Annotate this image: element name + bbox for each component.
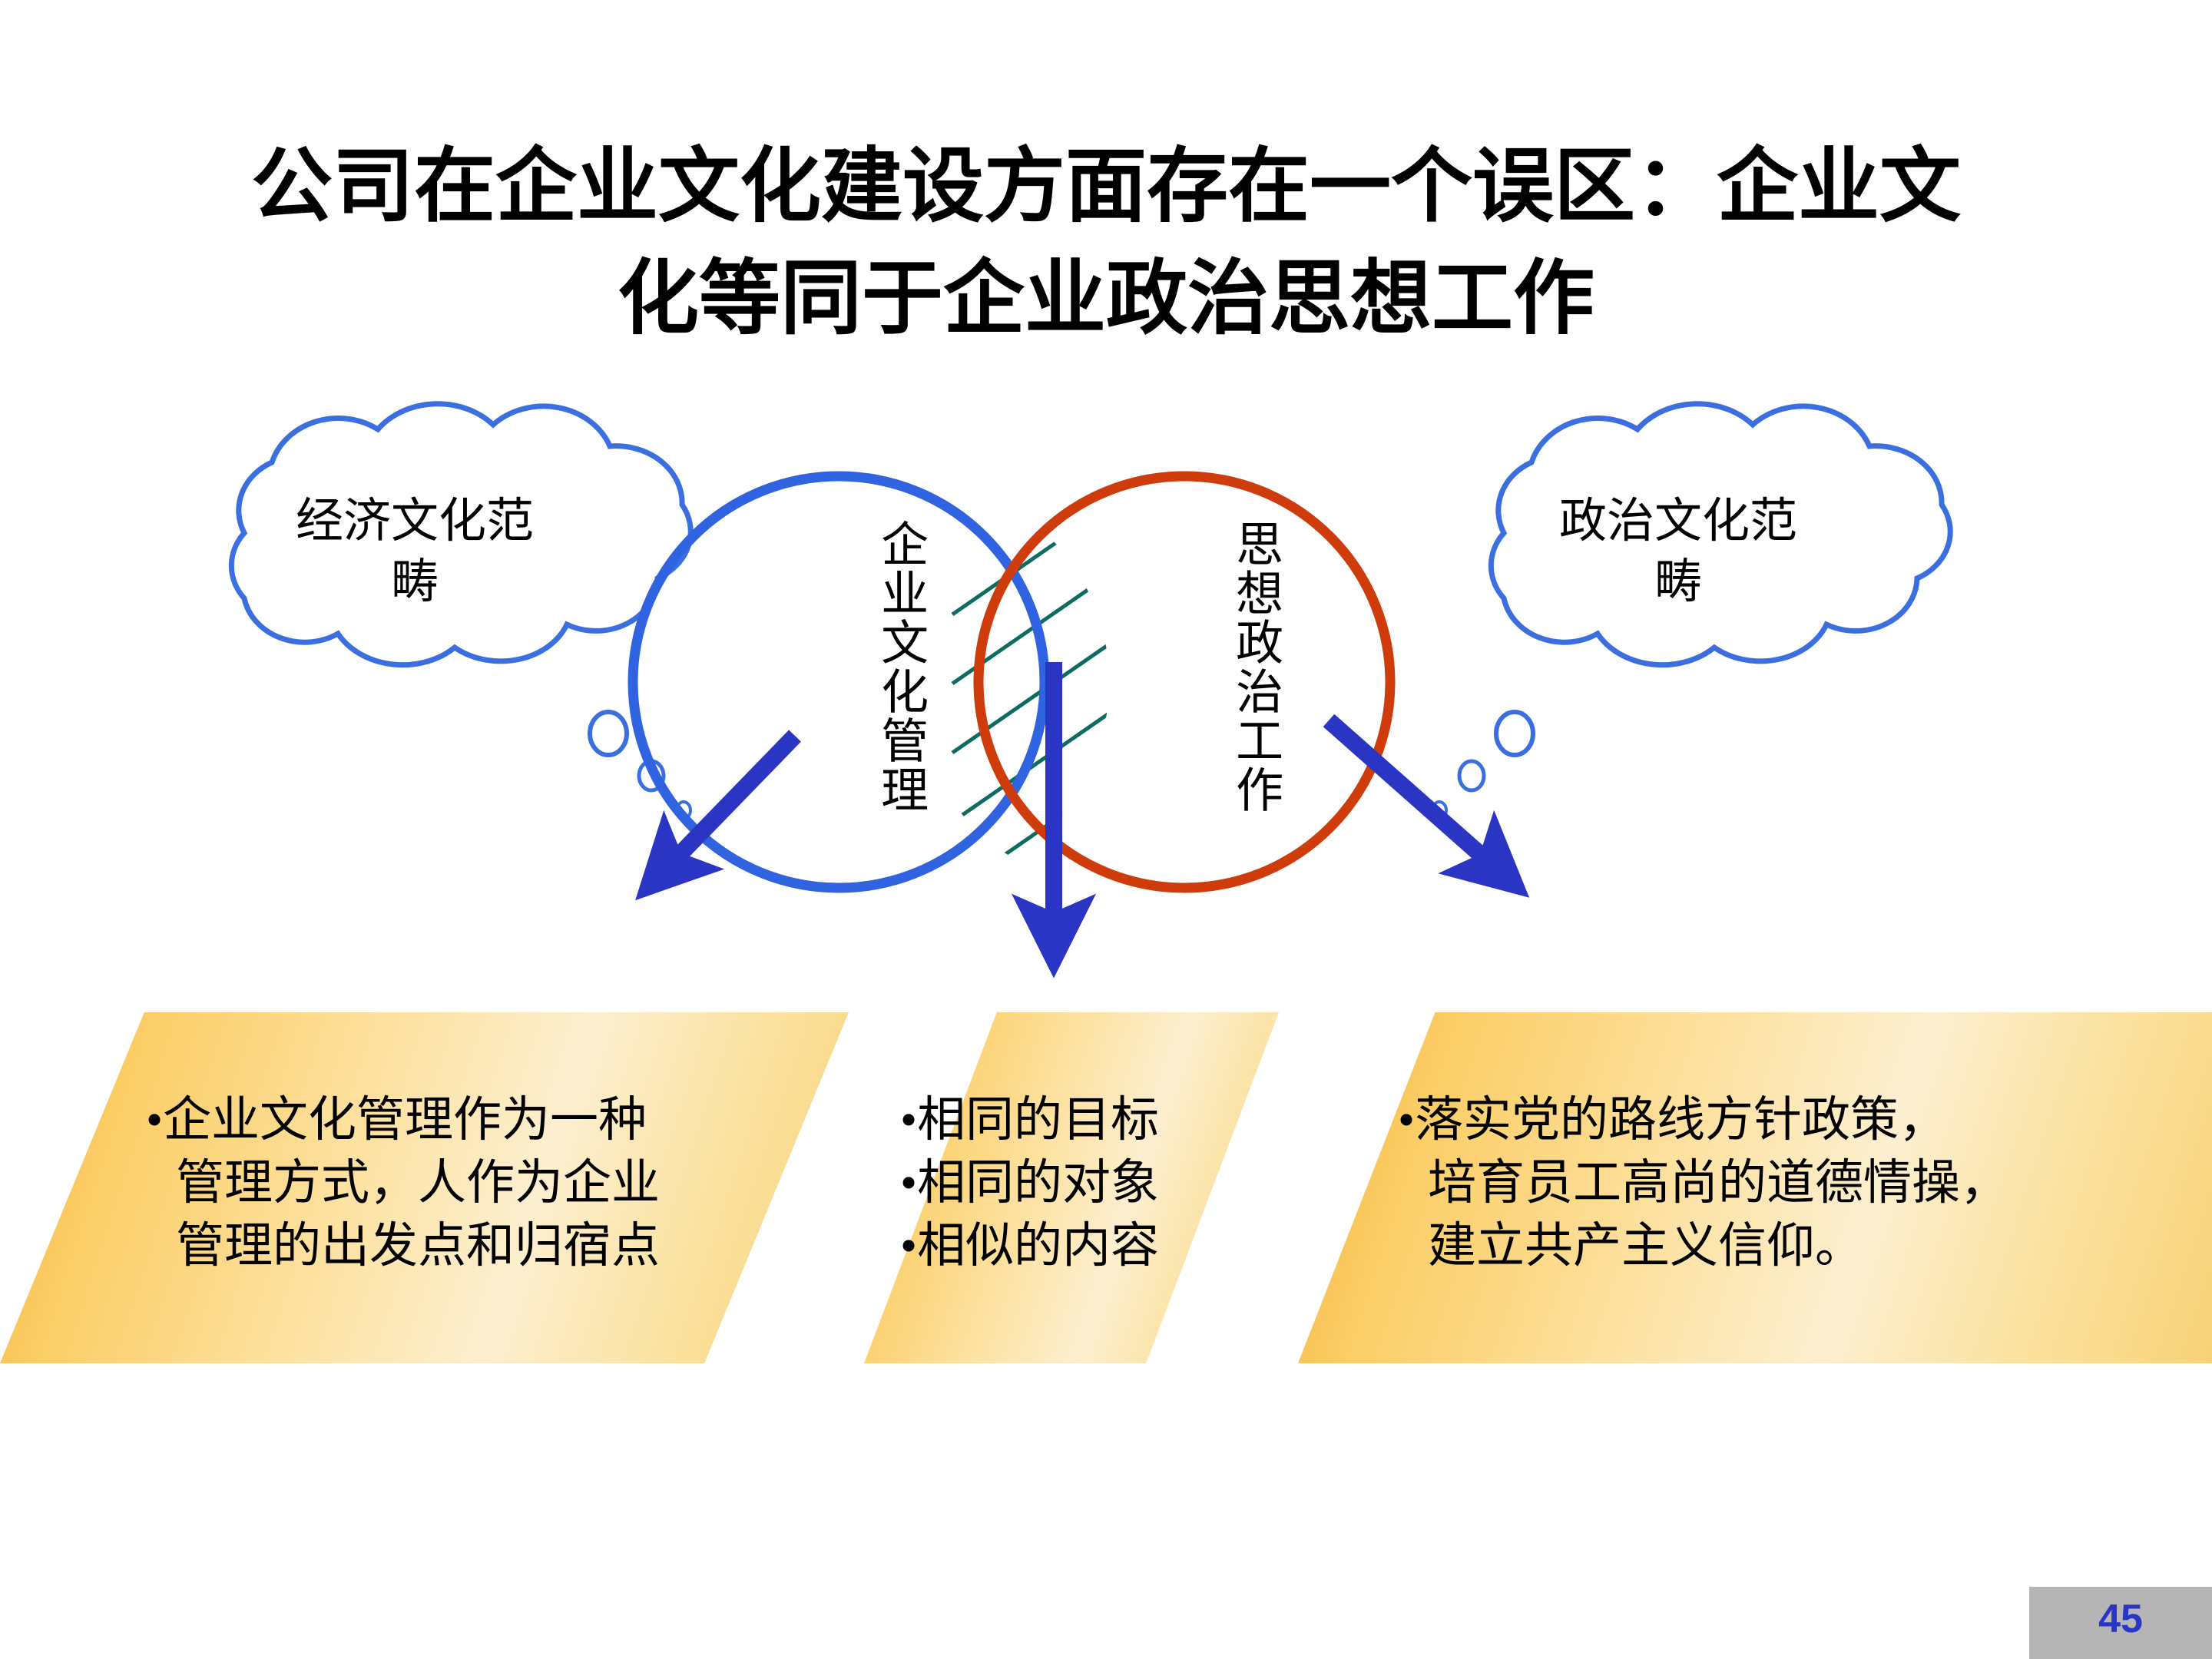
callout-panel-2 — [864, 1012, 1279, 1363]
panel-3-line-3: 建立共产主义信仰。 — [1428, 1218, 1864, 1273]
bullet-dot-icon: • — [900, 1218, 918, 1273]
thought-cloud-right-bubbles-icon — [1431, 710, 1535, 820]
page-number-background — [2029, 1587, 2212, 1659]
callout-panel-2-text: •相同的目标 •相同的对象 •相似的内容 — [900, 1089, 1159, 1278]
arrow-right — [1323, 714, 1530, 898]
overlap-hatch-icon — [951, 507, 1110, 857]
callout-panel-3-text: •落实党的路线方针政策， 培育员工高尚的道德情操， 建立共产主义信仰。 — [1398, 1089, 2008, 1278]
panel-1-line-1: •企业文化管理作为一种 — [146, 1093, 647, 1147]
bullet-dot-icon: • — [900, 1093, 918, 1147]
cloud-left-label-line-2: 畴 — [390, 556, 439, 609]
cloud-left-label: 经济文化范 畴 — [253, 492, 576, 614]
page-title-line-2: 化等同于企业政治思想工作 — [618, 253, 1594, 345]
page-title-line-1: 公司在企业文化建设方面存在一个误区：企业文 — [251, 141, 1961, 232]
panel-2-line-1: •相同的目标 — [900, 1093, 1160, 1147]
cloud-left-label-line-1: 经济文化范 — [295, 495, 534, 548]
cloud-right-label-line-1: 政治文化范 — [1558, 495, 1797, 548]
panel-3-line-1: •落实党的路线方针政策， — [1398, 1093, 1948, 1147]
venn-circle-left-label: 企业文化管理 — [873, 519, 926, 814]
page-title: 公司在企业文化建设方面存在一个误区：企业文 化等同于企业政治思想工作 — [161, 131, 2051, 356]
callout-panel-1 — [0, 1012, 849, 1363]
callout-panel-3 — [1298, 1012, 2212, 1363]
panel-3-line-2: 培育员工高尚的道德情操， — [1428, 1155, 2009, 1210]
panel-2-line-2: •相同的对象 — [900, 1155, 1160, 1210]
venn-circle-left — [628, 471, 1050, 893]
bullet-dot-icon: • — [900, 1155, 918, 1210]
bullet-dot-icon: • — [1398, 1093, 1416, 1147]
panel-1-line-2: 管理方式，人作为企业 — [176, 1155, 661, 1210]
callout-panel-1-text: •企业文化管理作为一种 管理方式，人作为企业 管理的出发点和归宿点 — [146, 1089, 660, 1278]
cloud-right-label-line-2: 畴 — [1654, 556, 1702, 609]
panel-1-line-3: 管理的出发点和归宿点 — [176, 1218, 661, 1273]
panel-2-line-3: •相似的内容 — [900, 1218, 1160, 1273]
thought-cloud-left-bubbles-icon — [588, 710, 692, 820]
venn-circle-right — [973, 471, 1396, 893]
callout-panel-1-shape — [0, 1012, 849, 1363]
bullet-dot-icon: • — [146, 1093, 164, 1147]
arrow-left — [635, 730, 801, 901]
cloud-right-label: 政治文化范 畴 — [1517, 492, 1839, 614]
callout-panel-3-shape — [1298, 1012, 2212, 1363]
venn-circle-right-label: 思想政治工作 — [1228, 519, 1281, 814]
page-number: 45 — [2098, 1597, 2143, 1641]
